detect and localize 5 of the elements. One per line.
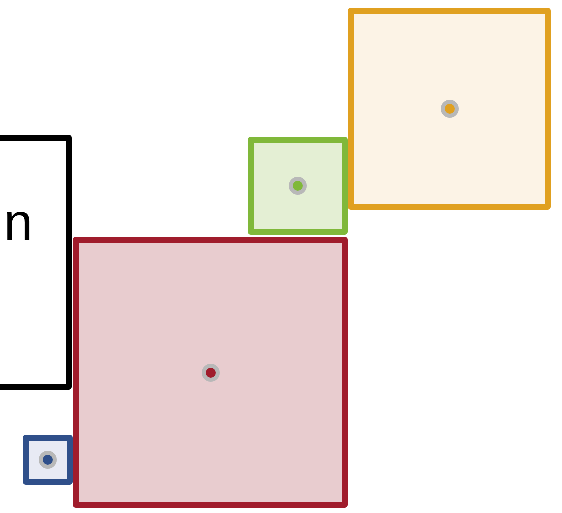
square-box <box>348 8 551 210</box>
box-label: n <box>4 193 33 253</box>
square-box <box>248 137 348 235</box>
square-box <box>73 237 348 508</box>
square-box <box>23 435 73 485</box>
